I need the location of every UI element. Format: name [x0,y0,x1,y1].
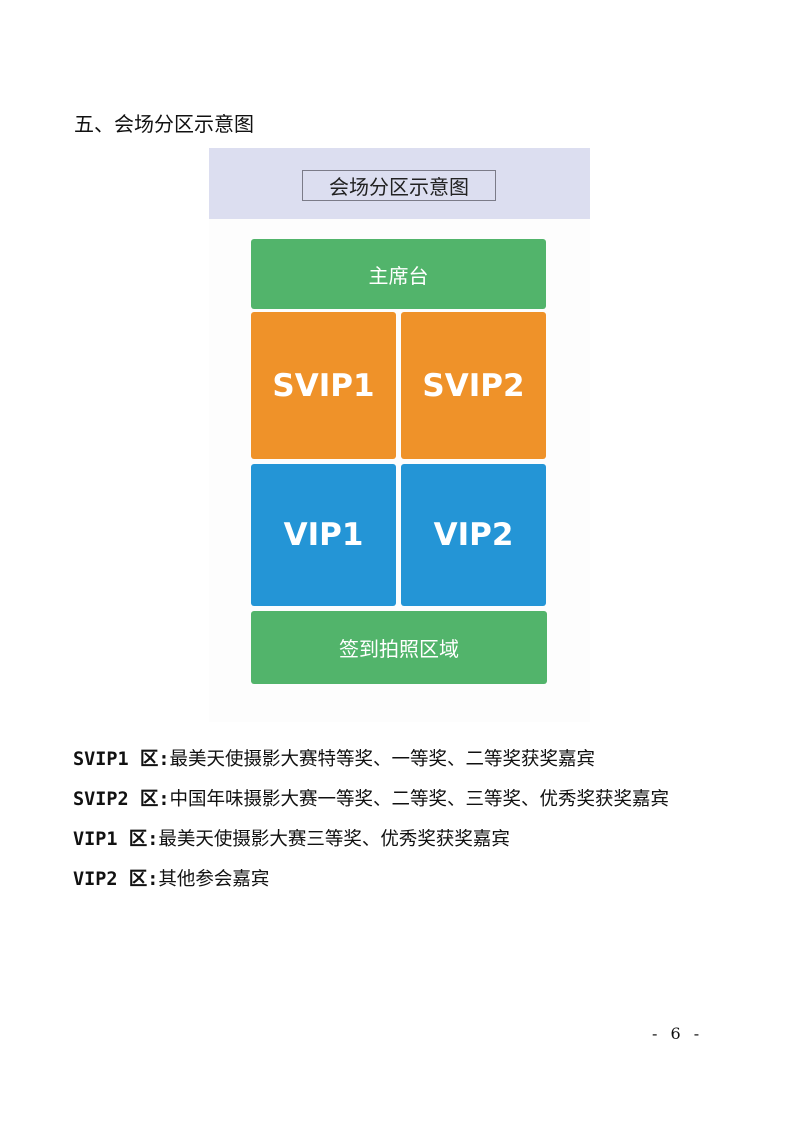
zone-signin-photo: 签到拍照区域 [251,611,547,684]
description-label: SVIP1 区: [73,749,170,770]
description-text: 最美天使摄影大赛特等奖、一等奖、二等奖获奖嘉宾 [169,749,595,770]
zone-stage: 主席台 [251,239,546,309]
description-vip1: VIP1 区:最美天使摄影大赛三等奖、优秀奖获奖嘉宾 [73,820,733,860]
description-svip2: SVIP2 区:中国年味摄影大赛一等奖、二等奖、三等奖、优秀奖获奖嘉宾 [73,780,733,820]
zone-descriptions: SVIP1 区:最美天使摄影大赛特等奖、一等奖、二等奖获奖嘉宾 SVIP2 区:… [73,740,733,900]
description-text: 最美天使摄影大赛三等奖、优秀奖获奖嘉宾 [158,829,510,850]
description-text: 其他参会嘉宾 [158,869,270,890]
description-label: VIP2 区: [73,869,159,890]
zone-vip2: VIP2 [401,464,546,606]
diagram-header-band: 会场分区示意图 [209,148,590,219]
description-label: VIP1 区: [73,829,159,850]
description-vip2: VIP2 区:其他参会嘉宾 [73,860,733,900]
zone-svip1: SVIP1 [251,312,396,459]
description-text: 中国年味摄影大赛一等奖、二等奖、三等奖、优秀奖获奖嘉宾 [169,789,669,810]
description-label: SVIP2 区: [73,789,170,810]
zone-svip2: SVIP2 [401,312,546,459]
description-svip1: SVIP1 区:最美天使摄影大赛特等奖、一等奖、二等奖获奖嘉宾 [73,740,733,780]
section-heading: 五、会场分区示意图 [74,112,254,136]
zone-vip1: VIP1 [251,464,396,606]
diagram-title: 会场分区示意图 [302,170,496,201]
page-number: - 6 - [652,1024,704,1043]
venue-zone-diagram: 会场分区示意图 主席台 SVIP1 SVIP2 VIP1 VIP2 签到拍照区域 [209,148,590,722]
